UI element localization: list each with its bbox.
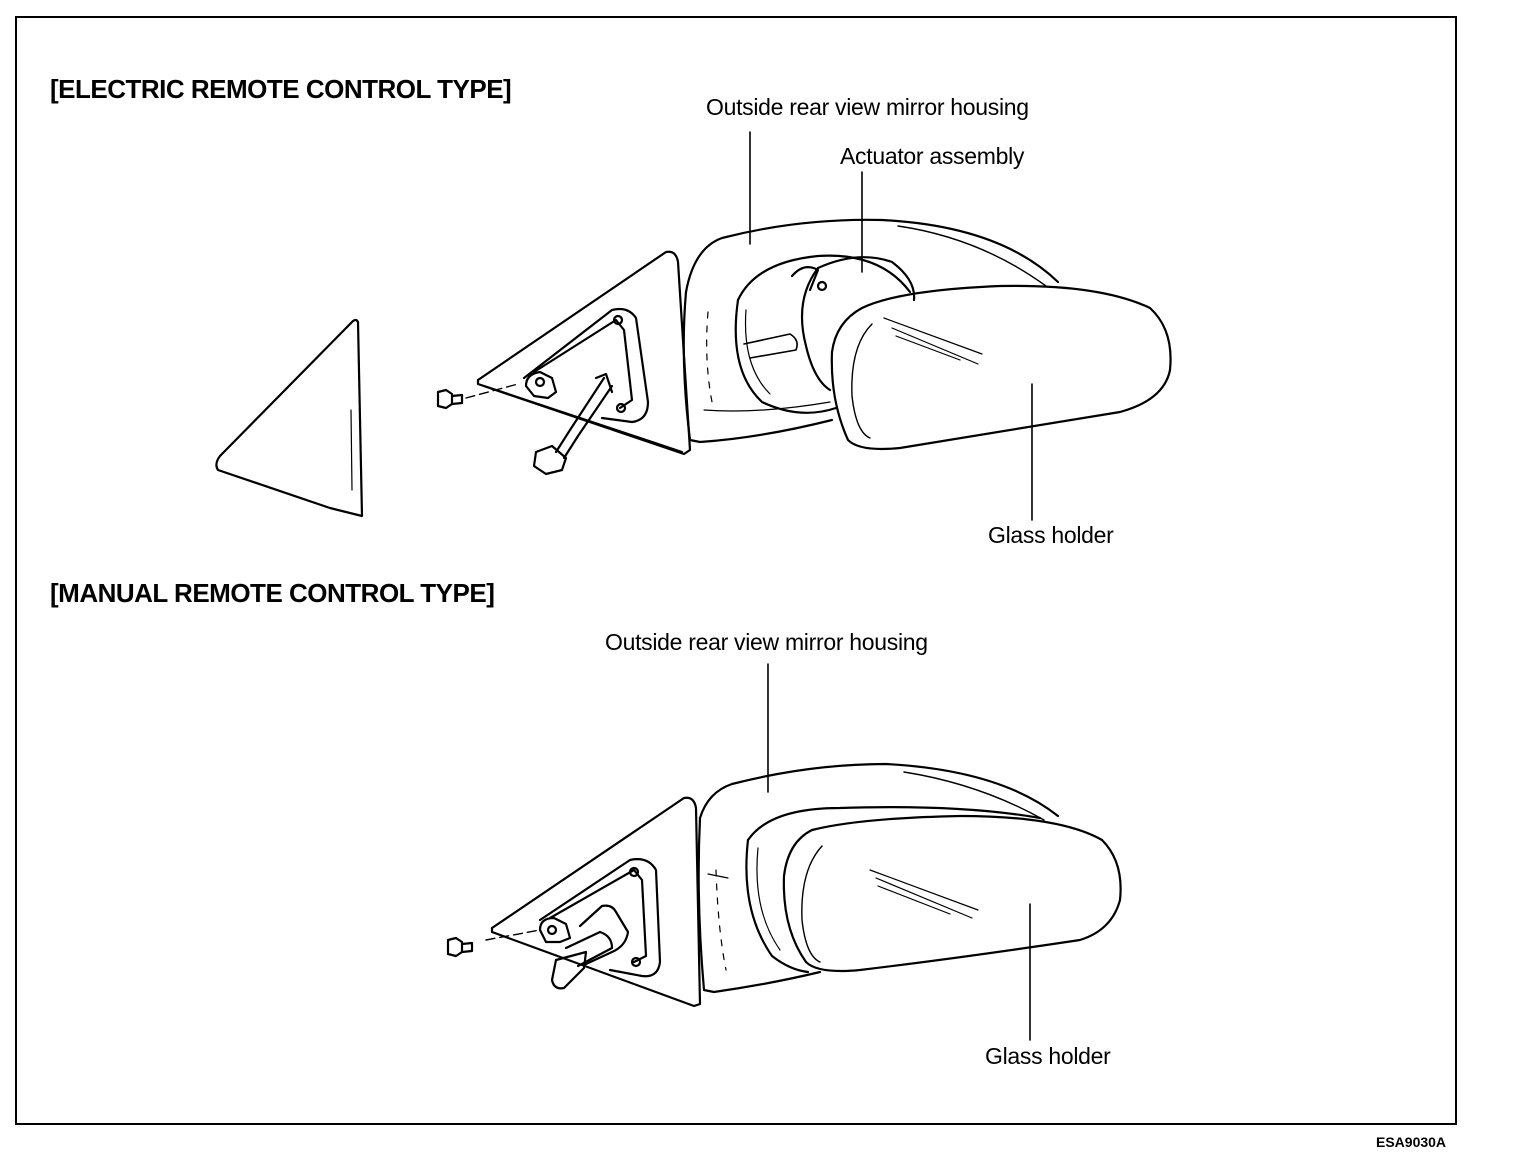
manual-mirror-housing xyxy=(697,762,1060,994)
diagram-frame xyxy=(15,16,1457,1125)
label-housing-manual: Outside rear view mirror housing xyxy=(605,629,928,655)
wiring-harness xyxy=(532,372,614,476)
electric-glass-holder xyxy=(830,284,1172,451)
manual-type-drawing xyxy=(446,663,1122,1041)
manual-glass-holder xyxy=(782,814,1122,973)
mounting-base xyxy=(476,250,692,456)
label-actuator-assembly: Actuator assembly xyxy=(840,143,1025,169)
manual-mounting-base xyxy=(490,796,702,1008)
figure-code: ESA9030A xyxy=(1376,1134,1447,1150)
electric-type-title: [ELECTRIC REMOTE CONTROL TYPE] xyxy=(50,74,512,104)
label-glass-holder-electric: Glass holder xyxy=(988,522,1114,548)
label-glass-holder-manual: Glass holder xyxy=(985,1043,1111,1069)
electric-type-drawing xyxy=(215,131,1172,521)
manual-type-title: [MANUAL REMOTE CONTROL TYPE] xyxy=(50,578,495,608)
manual-control-lever xyxy=(550,904,630,990)
manual-mounting-screw xyxy=(446,929,541,958)
electric-mirror-housing xyxy=(682,218,1060,444)
mounting-screw xyxy=(436,383,519,410)
delta-cover xyxy=(215,318,364,518)
label-housing-electric: Outside rear view mirror housing xyxy=(706,94,1029,120)
actuator-assembly xyxy=(743,256,916,392)
